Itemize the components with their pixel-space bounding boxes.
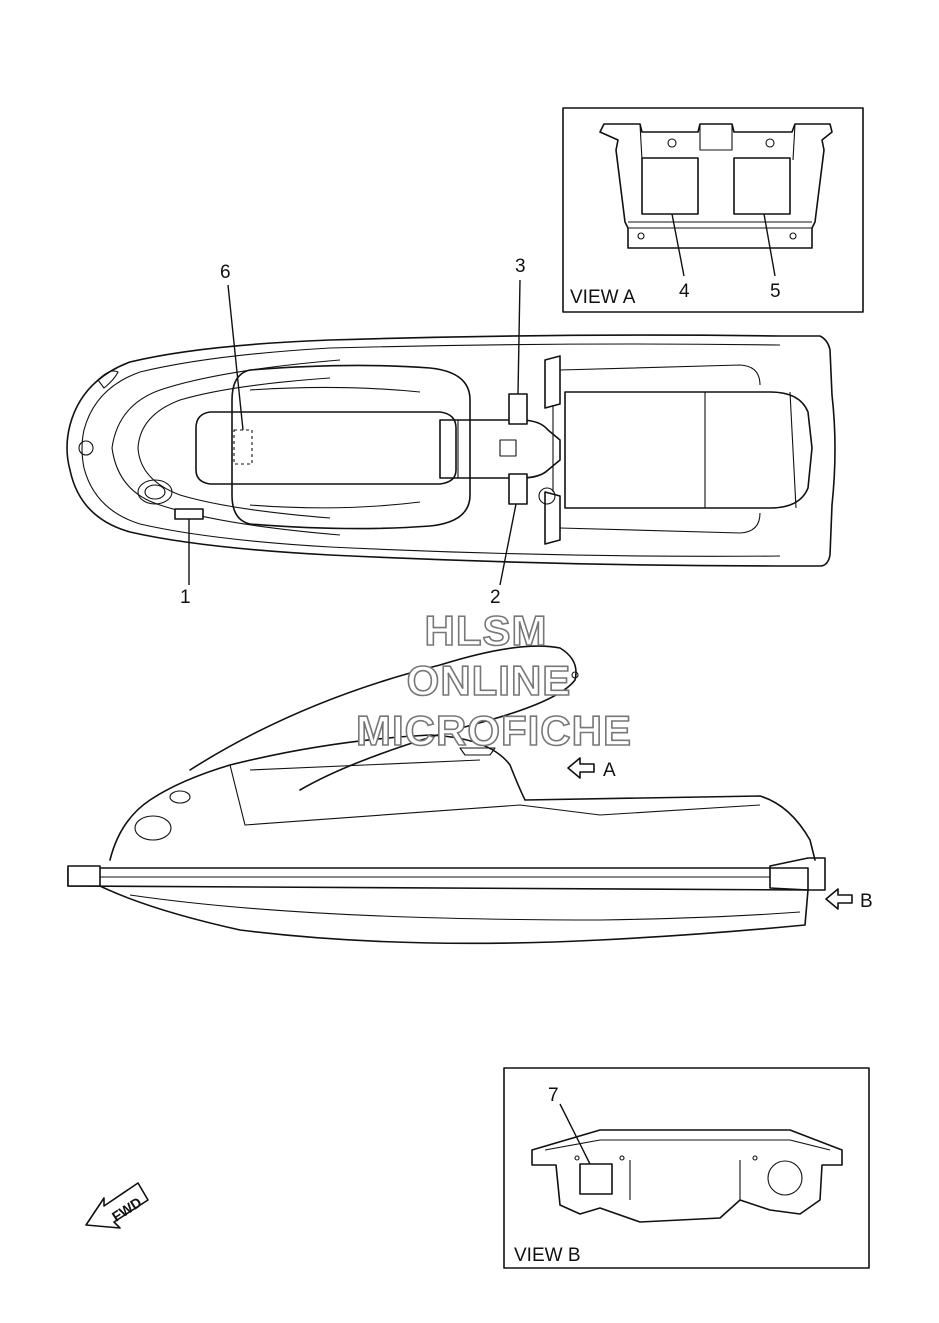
side-hood	[189, 645, 577, 791]
callout-1: 1	[180, 587, 191, 608]
fwd-arrow-icon	[85, 1182, 149, 1229]
side-body	[109, 734, 816, 861]
arrow-a-label: A	[603, 760, 616, 781]
label-5-rect	[733, 157, 791, 215]
view-b-top-edge	[544, 1139, 831, 1151]
side-trim	[249, 759, 481, 771]
view-b-arrow-icon	[825, 888, 853, 910]
side-panel	[229, 764, 761, 826]
leader-3	[517, 279, 521, 395]
view-a-part-ribs	[639, 123, 796, 161]
view-a-arrow-icon	[567, 757, 595, 779]
bow-eye	[78, 440, 94, 456]
callout-5: 5	[770, 281, 781, 302]
hull-chine	[129, 894, 801, 921]
hull-outline-top	[66, 334, 836, 567]
side-mirror	[459, 747, 496, 756]
fuel-cap-inner	[144, 484, 166, 500]
view-a-label: VIEW A	[570, 287, 636, 308]
side-view: A B	[67, 645, 873, 945]
side-bolt	[571, 671, 579, 679]
view-a-screw-left	[637, 232, 645, 240]
leader-4	[671, 213, 685, 277]
bumper-rail	[67, 867, 809, 891]
watermark-line2: ONLINE	[407, 657, 572, 704]
fuel-cap	[137, 479, 173, 505]
watermark-line1: HLSM	[425, 607, 548, 654]
side-hatch	[134, 815, 172, 841]
label-6-dashed	[233, 429, 253, 465]
bow-bumper-side	[67, 865, 101, 887]
view-b-ribs	[629, 1160, 741, 1200]
fwd-indicator: FWD	[85, 1182, 149, 1229]
rear-deck-panels	[704, 391, 797, 509]
leader-7	[559, 1103, 591, 1165]
label-3-rect	[508, 393, 528, 425]
view-a-panel: 4 5 VIEW A	[562, 107, 864, 313]
pole-details	[457, 420, 517, 478]
view-a-frame	[562, 107, 864, 313]
top-view: 1 2 3 6	[66, 256, 836, 608]
leader-2	[499, 503, 517, 586]
callout-7: 7	[548, 1085, 559, 1106]
view-b-frame	[503, 1067, 870, 1269]
view-b-hole-2	[619, 1155, 625, 1161]
label-1-rect	[174, 508, 204, 520]
callout-3: 3	[515, 256, 526, 277]
view-b-hole-3	[752, 1155, 758, 1161]
label-4-rect	[641, 157, 699, 215]
label-7-rect	[579, 1163, 613, 1195]
throttle-lever	[538, 487, 556, 505]
label-2-rect	[508, 473, 528, 505]
stern-cap	[769, 857, 826, 891]
bow-deck	[111, 359, 341, 536]
rear-deck	[564, 391, 813, 509]
view-a-hole-left	[667, 138, 677, 148]
view-a-hole-right	[765, 138, 775, 148]
storage-lid	[195, 411, 457, 485]
watermark-line3: MICROFICHE	[356, 707, 632, 754]
view-a-part-outline	[599, 123, 833, 249]
view-a-screw-right	[789, 232, 797, 240]
callout-6: 6	[220, 262, 231, 283]
view-b-part-outline	[531, 1129, 843, 1223]
bow-bumper	[97, 370, 119, 389]
view-b-hole-1	[574, 1155, 580, 1161]
bow-deck-inner	[137, 377, 331, 519]
callout-2: 2	[490, 587, 501, 608]
view-b-port	[767, 1160, 803, 1196]
watermark: HLSM ONLINE MICROFICHE	[355, 606, 632, 755]
side-rails	[559, 364, 761, 534]
leader-6	[227, 284, 244, 431]
hood-contours	[249, 386, 421, 509]
front-hood	[231, 364, 471, 530]
lower-hull	[99, 885, 809, 945]
callout-4: 4	[679, 281, 690, 302]
view-b-label: VIEW B	[514, 1245, 581, 1266]
arrow-b-label: B	[860, 891, 873, 912]
side-cap	[169, 790, 191, 804]
leader-5	[763, 213, 776, 277]
gunwale-line	[81, 343, 781, 557]
view-b-panel: 7 VIEW B	[503, 1067, 870, 1269]
